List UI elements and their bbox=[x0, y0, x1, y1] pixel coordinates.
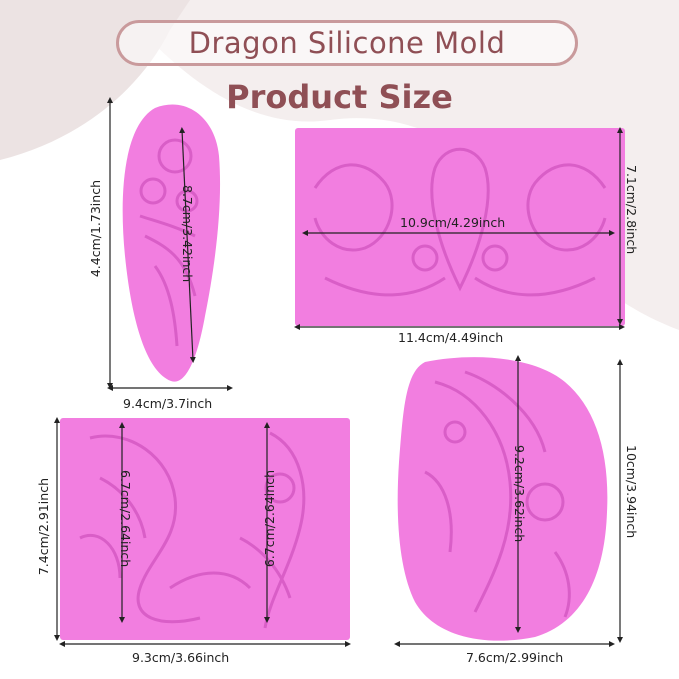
page-subtitle: Product Size bbox=[226, 78, 453, 116]
mold3-height-label: 7.4cm/2.91inch bbox=[36, 478, 51, 576]
leaf-dragon-mold-image bbox=[122, 104, 221, 382]
mold4-inner-label: 9.2cm/3.62inch bbox=[512, 445, 527, 543]
mold2-inner-label: 10.9cm/4.29inch bbox=[400, 215, 506, 230]
mold1-length-label: 8.7cm/3.42inch bbox=[180, 185, 195, 283]
mold3-left-label: 6.7cm/2.64inch bbox=[118, 470, 133, 568]
mold2-width-label: 11.4cm/4.49inch bbox=[398, 330, 504, 345]
two-dragon-mold-image bbox=[60, 418, 350, 640]
rectangle-dragon-head-mold-image bbox=[295, 128, 625, 326]
mold1-height-label: 4.4cm/1.73inch bbox=[88, 180, 103, 278]
mold3-right-label: 6.7cm/2.64inch bbox=[262, 470, 277, 568]
mold4-height-label: 10cm/3.94inch bbox=[624, 445, 639, 539]
page-title: Dragon Silicone Mold bbox=[188, 26, 506, 60]
mold2-height-label: 7.1cm/2.8inch bbox=[624, 165, 639, 255]
mold1-width-label: 9.4cm/3.7inch bbox=[123, 396, 213, 411]
round-dragon-mold-image bbox=[397, 357, 608, 641]
mold4-width-label: 7.6cm/2.99inch bbox=[466, 650, 564, 665]
title-pill: Dragon Silicone Mold bbox=[116, 20, 578, 66]
mold3-width-label: 9.3cm/3.66inch bbox=[132, 650, 230, 665]
